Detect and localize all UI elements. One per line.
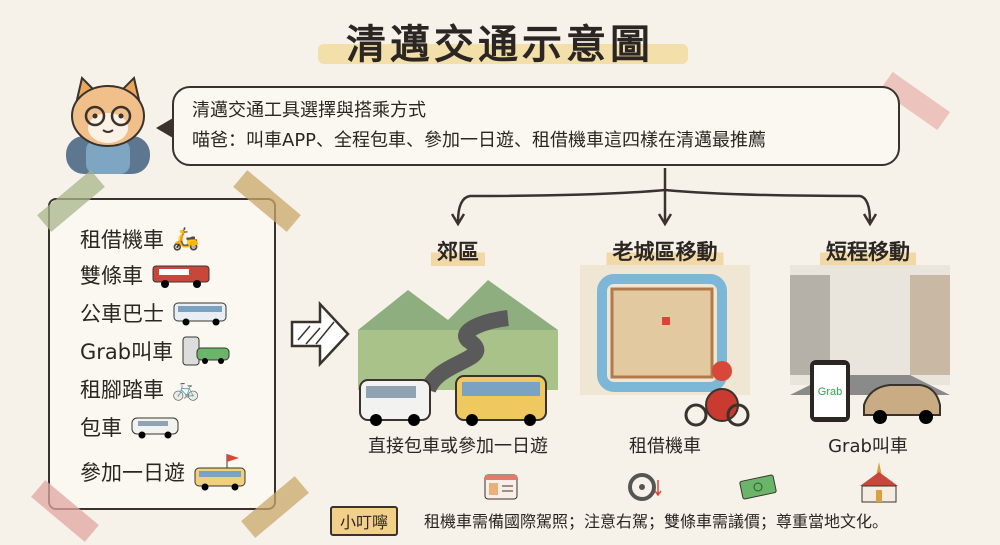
title-highlight (318, 44, 688, 64)
street-grab-illustration: Grab (790, 265, 950, 424)
list-item: 參加一日遊 (80, 452, 247, 492)
steering-wheel-icon (628, 473, 662, 501)
column-title-short-trips: 短程移動 (820, 236, 916, 266)
id-card-icon (484, 474, 518, 500)
caption-old-city: 租借機車 (629, 436, 701, 457)
column-title-suburbs: 郊區 (431, 236, 485, 266)
list-item: Grab叫車 (80, 336, 231, 366)
cash-icon (739, 474, 777, 500)
list-item: 包車 (80, 412, 180, 442)
bubble-recommendation: 喵爸：叫車APP、全程包車、參加一日遊、租借機車這四樣在清邁最推薦 (192, 130, 767, 151)
list-item: 雙條車 (80, 260, 211, 290)
bicycle-icon: 🚲 (172, 376, 200, 402)
speech-bubble-tail (156, 118, 173, 138)
list-item-label: 包車 (80, 416, 122, 440)
list-item-label: 參加一日遊 (80, 461, 185, 485)
caption-short-trips: Grab叫車 (828, 436, 908, 457)
phone-car-icon (182, 336, 230, 366)
bubble-heading: 清邁交通工具選擇與搭乘方式 (192, 100, 426, 121)
old-city-map-illustration (580, 265, 750, 427)
list-item: 租腳踏車 🚲 (80, 374, 199, 404)
page-title: 清邁交通示意圖 (346, 22, 654, 68)
list-item: 公車巴士 (80, 298, 228, 328)
transport-options-list: 租借機車 🛵 雙條車 公車巴士 Grab叫車 租腳踏車 🚲 包車 參加一日遊 (48, 198, 276, 510)
speech-bubble: 清邁交通工具選擇與搭乘方式 喵爸：叫車APP、全程包車、參加一日遊、租借機車這四… (172, 86, 900, 166)
scooter-icon: 🛵 (172, 226, 200, 252)
suburb-road-illustration (358, 280, 558, 426)
cat-mascot-icon (66, 76, 150, 174)
list-item-label: 租腳踏車 (80, 378, 164, 402)
list-item-label: 雙條車 (80, 264, 143, 288)
tour-bus-icon (194, 454, 246, 491)
tips-text: 租機車需備國際駕照；注意右駕；雙條車需議價；尊重當地文化。 (424, 512, 889, 531)
column-title-old-city: 老城區移動 (606, 236, 724, 266)
list-item: 租借機車 🛵 (80, 224, 199, 254)
songthaew-icon (152, 265, 210, 288)
list-item-label: Grab叫車 (80, 340, 174, 364)
van-icon (131, 417, 179, 439)
grab-app-label: Grab (818, 386, 842, 398)
bus-icon (173, 302, 227, 326)
temple-icon (860, 462, 898, 503)
tips-badge: 小叮嚀 (330, 506, 399, 536)
list-item-label: 租借機車 (80, 228, 164, 252)
list-item-label: 公車巴士 (80, 302, 164, 326)
caption-suburbs: 直接包車或參加一日遊 (368, 436, 548, 457)
